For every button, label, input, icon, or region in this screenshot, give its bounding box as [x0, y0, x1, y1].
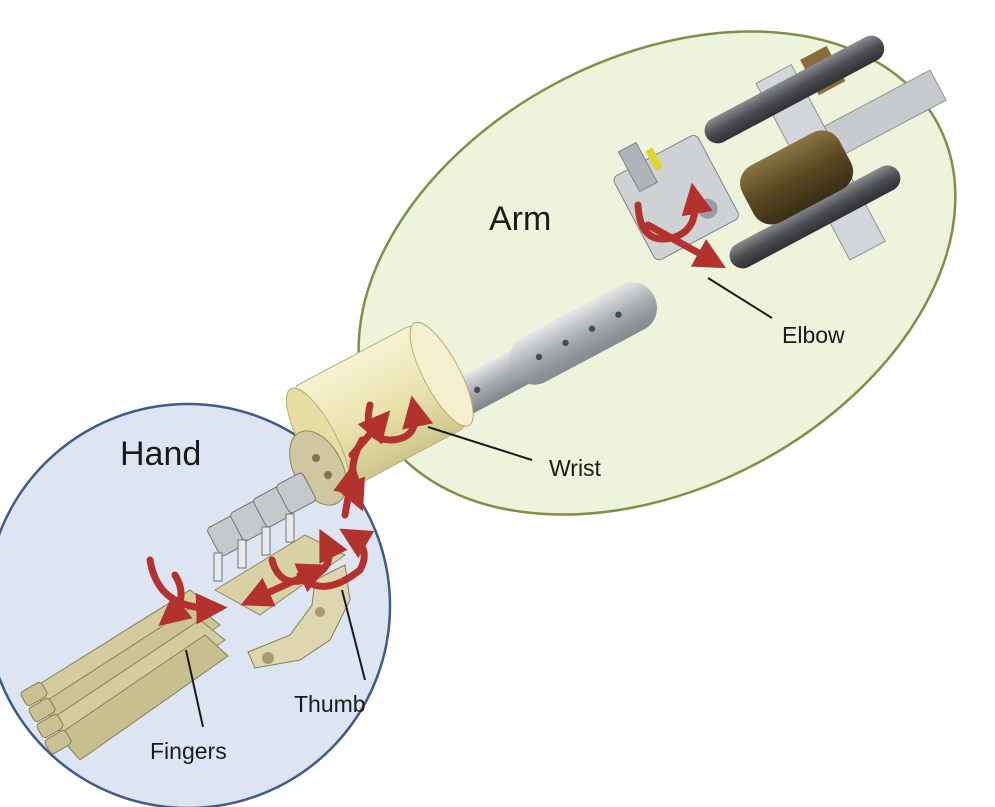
thumb-rotation-arrow	[268, 528, 348, 585]
elbow-flex-arrow	[644, 221, 727, 269]
arm-label: Arm	[489, 200, 551, 238]
palm-arrow	[333, 462, 365, 519]
thumb-leader	[341, 589, 366, 681]
leader-lines	[185, 277, 773, 728]
motion-arrows	[146, 182, 727, 626]
upper-rod	[704, 35, 885, 144]
wrist-leader	[427, 426, 533, 461]
elbow-mechanism	[613, 35, 947, 269]
fingers-leader	[185, 649, 204, 728]
finger-abduction-arrow	[158, 571, 193, 626]
elbow-label: Elbow	[782, 322, 845, 348]
hand-label: Hand	[120, 435, 201, 473]
lower-rod	[729, 165, 901, 269]
thumb-opposition-arrow	[296, 528, 375, 590]
thumb-label: Thumb	[294, 691, 366, 717]
elbow-actuator	[740, 130, 854, 225]
elbow-leader	[707, 277, 773, 319]
finger-actuators	[207, 472, 316, 582]
fingers-label: Fingers	[150, 738, 227, 764]
wrist-label: Wrist	[549, 455, 602, 481]
thumb-flex-arrow	[240, 563, 330, 607]
